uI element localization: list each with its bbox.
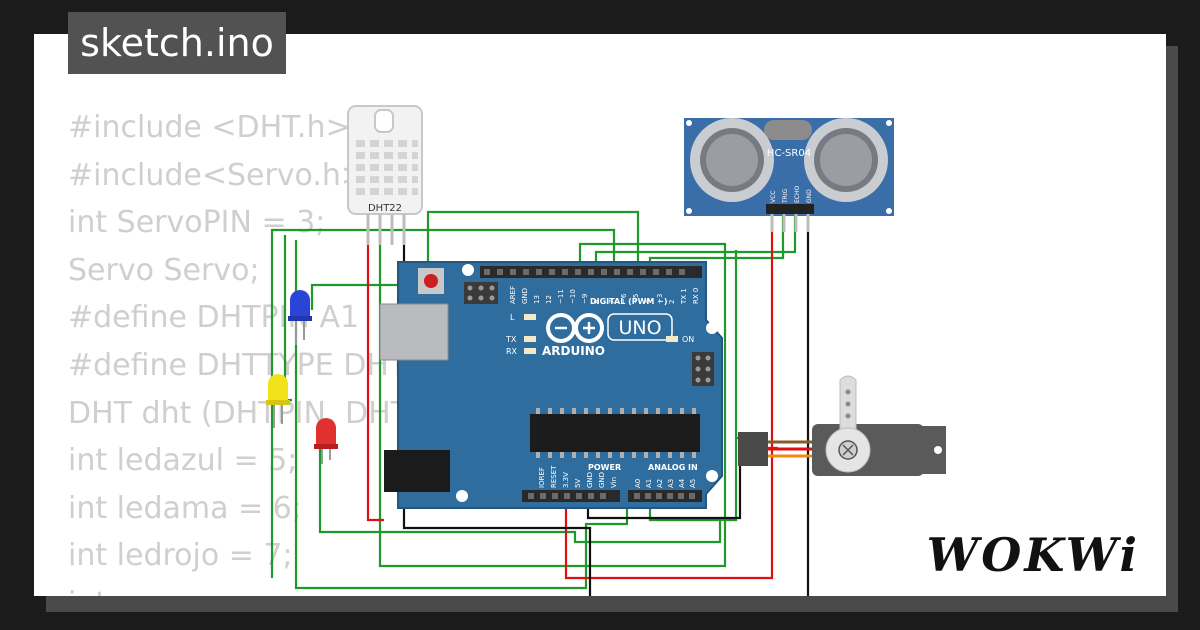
led-label-l: L [510,313,515,322]
led-label-rx: RX [506,347,518,356]
hc-sr04-sensor[interactable]: HC-SR04 VCC TRIG ECHO GND [684,118,894,232]
pin-gnd-2: GND [598,472,606,488]
pin-13: 13 [533,295,541,304]
pin-6: ~6 [620,293,628,304]
pin-5: ~5 [632,294,640,304]
dht-label: DHT22 [368,203,402,214]
pin-12: 12 [545,295,553,304]
pin-2: 2 [668,300,676,304]
code-line: #define DHTPIN A1 [68,300,360,336]
pin-a4: A4 [678,478,686,488]
pin-3v3: 3.3V [562,472,570,488]
model-label: UNO [618,317,661,339]
led-red[interactable] [314,418,338,464]
pin-9: ~9 [581,294,589,304]
code-line: Servo Servo; [68,252,260,288]
power-label: POWER [588,463,621,472]
digital-label: DIGITAL (PWM ~) [590,297,668,306]
code-line: #include<Servo.h> [68,157,367,193]
file-tab[interactable]: sketch.ino [68,12,286,74]
analog-label: ANALOG IN [648,463,698,472]
pin-8: 8 [593,300,601,304]
arduino-uno-board[interactable]: AREF GND 13 12 ~11 ~10 ~9 8 7 ~6 ~5 4 ~3… [379,261,723,509]
sonar-pin-gnd: GND [806,189,813,203]
pin-rx0: RX 0 [692,288,700,304]
servo-motor[interactable] [738,375,946,476]
pin-vin: Vin [610,477,618,488]
led-label-tx: TX [505,335,517,344]
pin-4: 4 [644,299,652,304]
pin-ioref: IOREF [538,467,546,488]
wokwi-logo: WOKWi [926,528,1140,582]
pin-gnd-1: GND [586,472,594,488]
pin-reset: RESET [550,465,558,488]
pin-aref: AREF [509,286,517,304]
brand-label: ARDUINO [542,344,605,358]
led-yellow[interactable] [266,374,290,428]
on-label: ON [682,335,694,344]
pin-a0: A0 [634,479,642,488]
pin-7: 7 [608,300,616,304]
pin-a3: A3 [667,479,675,488]
sonar-pin-echo: ECHO [794,186,801,203]
code-line: #include <DHT.h> [68,110,351,145]
pin-tx1: TX 1 [680,288,688,305]
sonar-label: HC-SR04 [767,148,811,159]
code-line: int ... [68,580,968,596]
pin-a1: A1 [645,479,653,488]
led-blue[interactable] [288,290,312,345]
pin-gnd: GND [521,288,529,304]
sonar-pin-vcc: VCC [770,191,777,203]
reset-button[interactable] [424,274,438,288]
arduino-logo-icon [546,313,604,343]
pin-5v: 5V [574,479,582,488]
code-line: int ledama = 6; [68,490,302,526]
pin-a2: A2 [656,479,664,488]
dht22-sensor[interactable]: DHT22 [347,105,423,245]
sonar-pin-trig: TRIG [782,188,789,204]
code-line: int ledrojo = 7; [68,538,293,574]
pin-11: ~11 [557,289,565,304]
pin-10: ~10 [569,289,577,304]
pin-3: ~3 [656,294,664,304]
pin-a5: A5 [689,479,697,488]
code-line: int ServoPIN = 3; [68,205,326,241]
code-listing: #include <DHT.h> #include<Servo.h> int S… [68,104,968,596]
